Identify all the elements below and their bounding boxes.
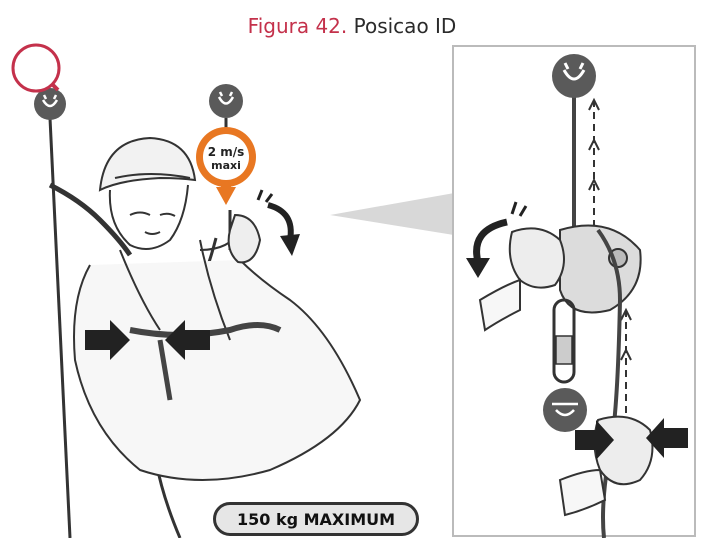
worker-figure bbox=[50, 138, 360, 480]
left-scene: 2 m/s maxi bbox=[13, 45, 360, 538]
detail-panel bbox=[453, 46, 695, 538]
magnifier-icon bbox=[13, 45, 59, 91]
max-load-badge: 150 kg MAXIMUM bbox=[213, 502, 419, 536]
anchor-icon bbox=[552, 54, 596, 98]
anchor-icon bbox=[209, 84, 243, 118]
zoom-callout bbox=[330, 192, 460, 236]
anchor-icon bbox=[34, 88, 66, 120]
speed-value: 2 m/s bbox=[208, 145, 245, 159]
speed-badge: 2 m/s maxi bbox=[196, 127, 256, 205]
rotation-arrow-icon bbox=[258, 190, 300, 256]
speed-unit: maxi bbox=[211, 159, 241, 172]
anchor-rope-left bbox=[50, 118, 70, 538]
harness-icon bbox=[543, 388, 587, 432]
